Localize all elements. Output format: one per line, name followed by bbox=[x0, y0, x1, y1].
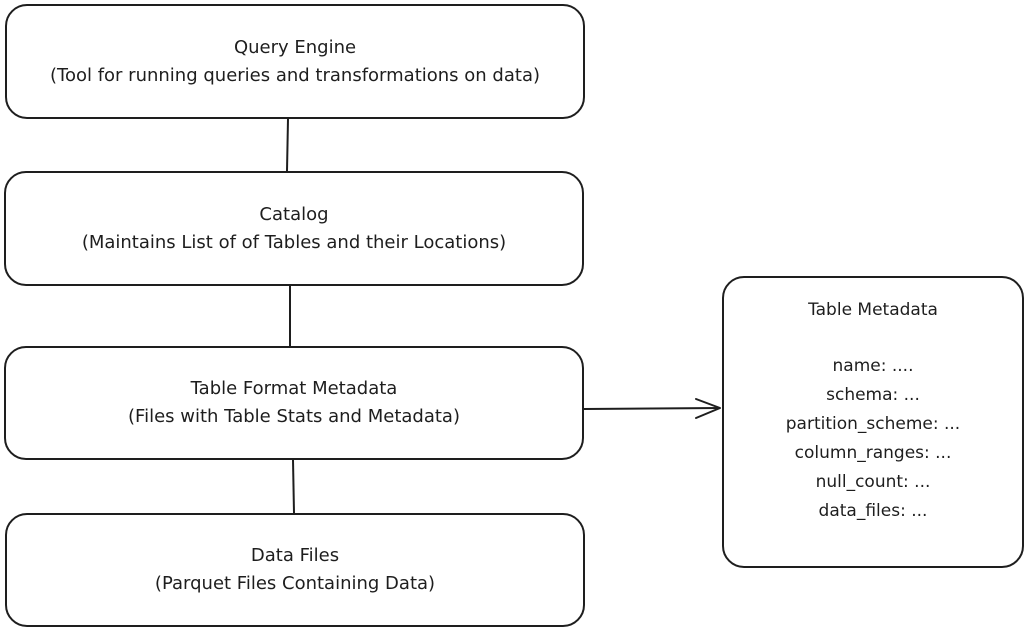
edge-table-format-to-table-metadata bbox=[583, 407, 721, 410]
edge-table-format-to-data-files bbox=[292, 459, 295, 514]
metadata-field-name: name: .... bbox=[832, 356, 914, 376]
metadata-field-null-count: null_count: ... bbox=[815, 472, 931, 492]
data-files-node[interactable]: Data Files (Parquet Files Containing Dat… bbox=[5, 513, 585, 627]
table-metadata-title: Table Metadata bbox=[808, 300, 938, 320]
catalog-subtitle: (Maintains List of of Tables and their L… bbox=[81, 231, 507, 253]
query-engine-subtitle: (Tool for running queries and transforma… bbox=[50, 64, 540, 86]
table-format-metadata-subtitle: (Files with Table Stats and Metadata) bbox=[128, 406, 460, 427]
catalog-node[interactable]: Catalog (Maintains List of of Tables and… bbox=[4, 171, 584, 286]
table-metadata-node[interactable]: Table Metadata name: .... schema: ... pa… bbox=[722, 276, 1024, 568]
table-format-metadata-node[interactable]: Table Format Metadata (Files with Table … bbox=[4, 346, 584, 460]
metadata-field-column-ranges: column_ranges: ... bbox=[794, 443, 952, 463]
data-files-subtitle: (Parquet Files Containing Data) bbox=[154, 573, 436, 594]
edge-query-engine-to-catalog bbox=[286, 118, 289, 172]
metadata-field-partition-scheme: partition_scheme: ... bbox=[785, 414, 961, 434]
arrow-head bbox=[695, 398, 721, 419]
metadata-field-schema: schema: ... bbox=[826, 385, 920, 405]
data-files-title: Data Files bbox=[250, 545, 340, 566]
table-format-metadata-title: Table Format Metadata bbox=[190, 378, 398, 399]
metadata-field-data-files: data_files: ... bbox=[818, 501, 928, 521]
catalog-title: Catalog bbox=[259, 203, 329, 225]
query-engine-title: Query Engine bbox=[233, 36, 357, 58]
query-engine-node[interactable]: Query Engine (Tool for running queries a… bbox=[5, 4, 585, 119]
